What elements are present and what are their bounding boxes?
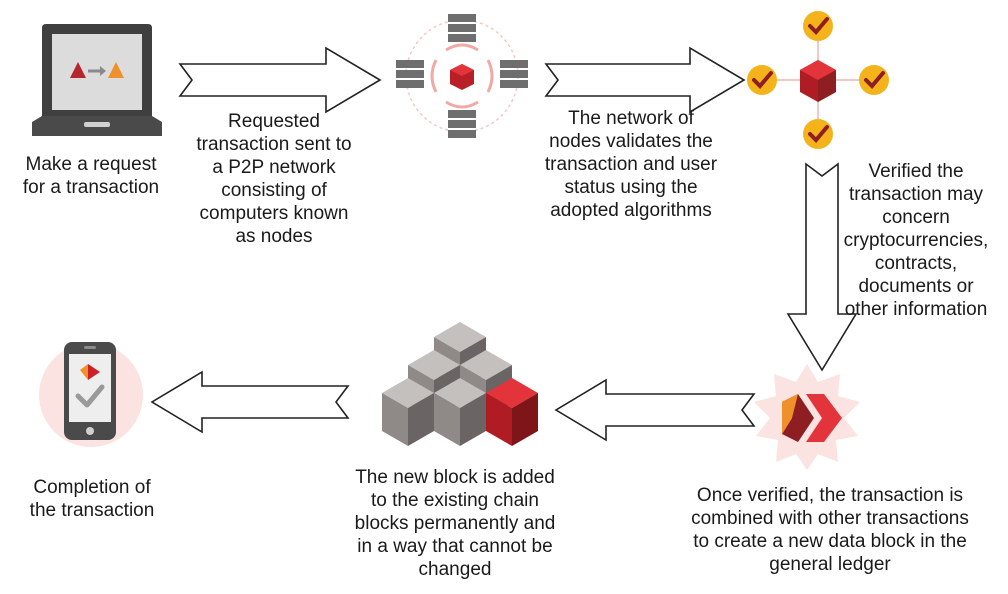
step-1-caption: Make a request for a transaction	[22, 154, 160, 198]
validated-nodes-icon	[744, 4, 892, 156]
step-6-caption: The new block is added to the existing c…	[354, 467, 556, 580]
step-2-caption: Requested transaction sent to a P2P netw…	[196, 111, 352, 247]
cube-6-face	[486, 393, 512, 446]
arrow-right-2	[544, 46, 746, 114]
cube-4-face	[408, 393, 434, 446]
step-5-caption: Once verified, the transaction is combin…	[691, 485, 969, 575]
smartphone-check-icon	[36, 340, 146, 450]
cube-4-face	[382, 393, 408, 446]
arrow-left-1	[554, 378, 756, 442]
step-4-caption: Verified the transaction may concern cry…	[843, 161, 989, 320]
arrow-right-1	[178, 46, 382, 114]
step-3-caption: The network of nodes validates the trans…	[544, 108, 718, 221]
cube-5-face	[460, 393, 486, 446]
cube-5-face	[434, 393, 460, 446]
new-block-icon	[748, 360, 866, 472]
arrow-left-2	[150, 370, 350, 434]
arrow-down	[786, 162, 858, 374]
block-chain-icon	[380, 320, 544, 460]
step-7-caption: Completion of the transaction	[29, 477, 155, 521]
laptop-icon	[32, 22, 162, 140]
network-nodes-icon	[394, 14, 530, 150]
cube-6-face	[512, 393, 538, 446]
